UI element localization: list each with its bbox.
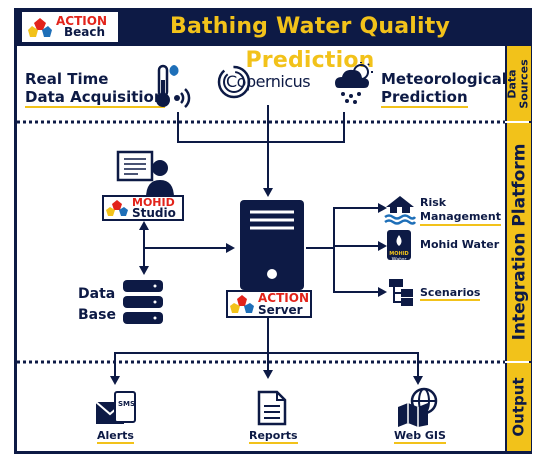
action-server-line2: Server bbox=[258, 303, 303, 317]
thermometer-sensor-icon bbox=[156, 64, 191, 108]
meteo-line2: Prediction bbox=[381, 88, 468, 108]
database-label: Data Base bbox=[78, 284, 116, 326]
logo-line2: Beach bbox=[64, 25, 106, 39]
weather-cloud-icon bbox=[335, 62, 373, 104]
meteo-line1: Meteorological bbox=[381, 70, 507, 88]
database-line2: Base bbox=[78, 307, 116, 323]
water-drop-icon bbox=[396, 235, 402, 246]
copernicus-logo-icon bbox=[217, 65, 251, 99]
action-server-line1: ACTION bbox=[258, 291, 309, 305]
risk-label: Risk Management bbox=[420, 196, 501, 226]
logo-line1: ACTION bbox=[56, 14, 107, 28]
action-beach-logo: ACTION Beach bbox=[22, 12, 118, 42]
modeller-workstation-icon bbox=[116, 150, 174, 198]
webgis-label: Web GIS bbox=[394, 429, 446, 444]
risk-line1: Risk bbox=[420, 196, 447, 209]
mohid-water-label: Mohid Water bbox=[420, 238, 500, 251]
side-data-sources: Data Sources bbox=[505, 46, 531, 121]
side-output: Output bbox=[505, 363, 531, 451]
mohid-studio-line1: MOHID bbox=[132, 196, 175, 209]
meteo-label: Meteorological Prediction bbox=[381, 70, 507, 108]
action-server-logo: ACTION Server bbox=[226, 290, 312, 318]
action-logo-mark bbox=[28, 18, 52, 37]
mohid-water-icon-line1: MOHID bbox=[389, 251, 409, 257]
scenarios-tree-icon bbox=[389, 279, 413, 306]
database-line1: Data bbox=[78, 286, 116, 302]
realtime-line1: Real Time bbox=[25, 70, 109, 88]
report-document-icon bbox=[257, 390, 287, 426]
risk-line2: Management bbox=[420, 210, 501, 226]
globe-map-icon bbox=[398, 387, 438, 427]
side-integration-platform: Integration Platform bbox=[505, 123, 531, 361]
copernicus-label: Copernicus bbox=[226, 72, 311, 91]
scenarios-label: Scenarios bbox=[420, 286, 481, 301]
realtime-line2: Data Acquisition bbox=[25, 88, 165, 108]
mohid-water-icon: MOHID Water bbox=[387, 230, 411, 263]
server-icon bbox=[240, 200, 304, 290]
page-title: Bathing Water Quality Prediction bbox=[169, 14, 451, 73]
reports-label: Reports bbox=[249, 429, 298, 444]
flood-house-icon bbox=[384, 196, 417, 225]
mohid-logo-mark bbox=[106, 200, 128, 216]
realtime-label: Real Time Data Acquisition bbox=[25, 70, 165, 108]
mohid-studio-line2: Studio bbox=[132, 206, 176, 220]
mohid-water-icon-line2: Water bbox=[391, 257, 407, 263]
database-icon bbox=[123, 280, 163, 324]
mohid-studio-logo: MOHID Studio bbox=[102, 195, 184, 221]
sms-tag: SMS bbox=[118, 400, 136, 408]
alerts-mail-phone-icon bbox=[95, 391, 136, 424]
server-logo-mark bbox=[230, 295, 254, 313]
alerts-label: Alerts bbox=[97, 429, 134, 444]
